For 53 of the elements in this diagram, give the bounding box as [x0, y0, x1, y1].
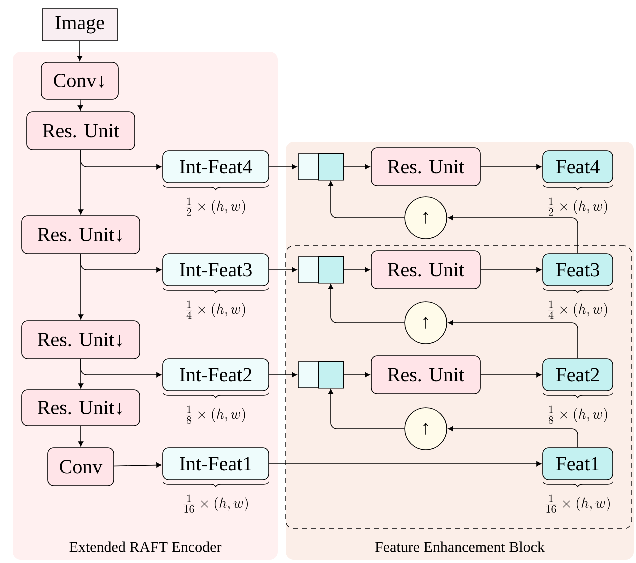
process-box: Res. Unit↓ [22, 216, 140, 254]
arrow [78, 100, 84, 111]
process-box: Conv [48, 448, 114, 486]
scale-label: $\frac{1}{16} \times (h, w)$ [546, 494, 610, 514]
concat-block [298, 256, 344, 284]
arrow [269, 267, 298, 273]
process-box: Res. Unit [371, 250, 481, 290]
concat-block [298, 153, 344, 181]
arrow [328, 181, 405, 218]
scale-label: $\frac{1}{8} \times (h, w)$ [186, 406, 246, 424]
feature-box: Int-Feat2 [162, 358, 270, 392]
feature-box: Feat1 [542, 448, 614, 480]
feature-box: Feat4 [542, 150, 614, 184]
arrow [480, 372, 542, 378]
feature-box: Int-Feat4 [162, 150, 270, 184]
process-box: Res. Unit↓ [22, 320, 140, 360]
feature-box: Feat3 [542, 254, 614, 286]
scale-label: $\frac{1}{4} \times (h, w)$ [186, 300, 246, 319]
arrow [328, 389, 405, 430]
scale-label: $\frac{1}{2} \times (h, w)$ [548, 198, 608, 216]
arrow [80, 254, 162, 273]
arrow [114, 462, 162, 468]
scale-label: $\frac{1}{4} \times (h, w)$ [548, 300, 608, 319]
arrow [269, 164, 298, 170]
arrow [344, 267, 370, 273]
process-box: Conv↓ [41, 62, 119, 100]
scale-label: $\frac{1}{8} \times (h, w)$ [548, 406, 608, 424]
scale-label: $\frac{1}{16} \times (h, w)$ [184, 494, 248, 514]
arrow [269, 461, 542, 467]
arrow [448, 320, 578, 359]
arrow [344, 372, 370, 378]
process-box: Res. Unit↓ [22, 390, 140, 426]
dashed-region [286, 246, 632, 530]
concat-block [298, 361, 344, 389]
arrow [77, 41, 83, 62]
scale-label: $\frac{1}{2} \times (h, w)$ [186, 198, 246, 216]
process-box: Res. Unit [371, 356, 481, 394]
feature-box: Int-Feat3 [162, 254, 270, 286]
arrow [480, 267, 542, 273]
arrow [80, 150, 162, 170]
arrow [269, 372, 298, 378]
feature-box: Int-Feat1 [162, 448, 270, 480]
arrow [448, 426, 578, 448]
arrow [328, 284, 405, 324]
arrow [344, 164, 370, 170]
process-box: Res. Unit [26, 112, 136, 150]
feature-box: Feat2 [542, 358, 614, 392]
process-box: Res. Unit [371, 148, 481, 186]
arrow [448, 215, 578, 254]
arrow [78, 426, 84, 447]
arrow [80, 359, 162, 378]
arrow [480, 164, 542, 170]
input-box: Image [42, 8, 118, 42]
